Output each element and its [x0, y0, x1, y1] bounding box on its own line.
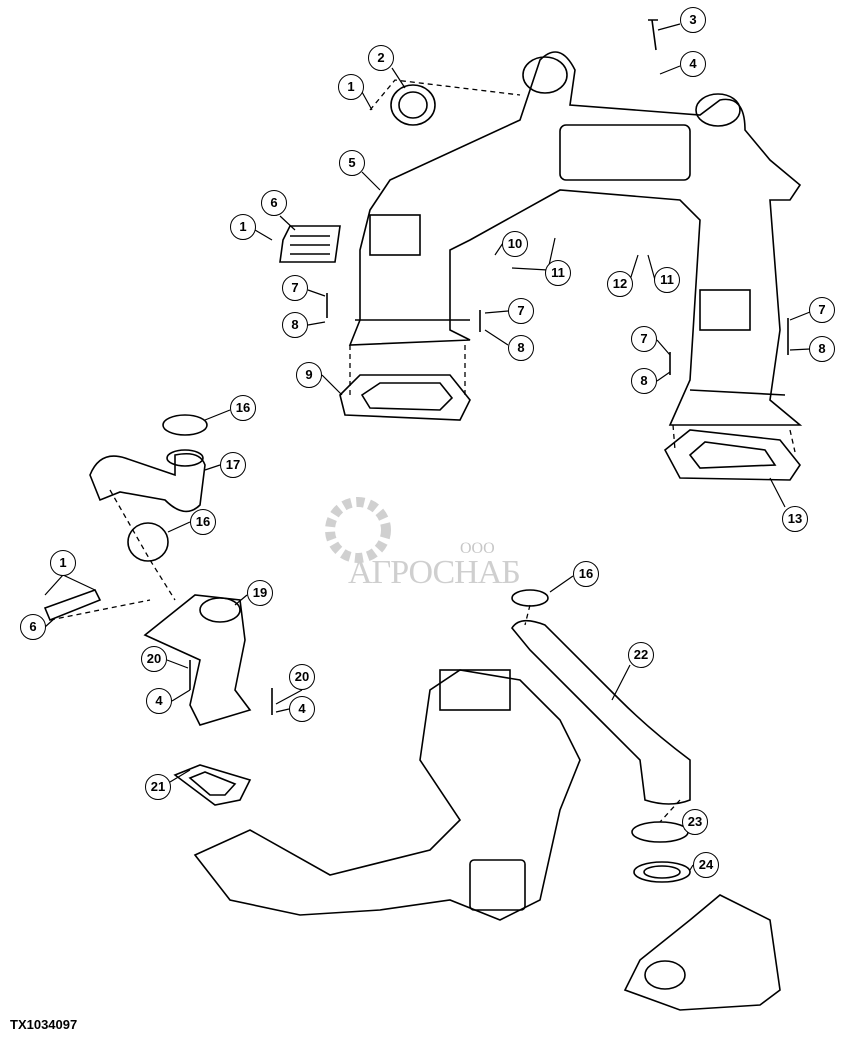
watermark-name: АГРОСНАБ	[348, 554, 521, 591]
duct-gasket-9	[339, 374, 471, 421]
gasket-21	[173, 764, 252, 806]
callout-8: 8	[809, 336, 835, 362]
callout-2: 2	[368, 45, 394, 71]
clamp-16c	[511, 589, 549, 607]
clamp-16a	[162, 414, 208, 436]
leader-lines	[49, 79, 796, 823]
callout-20: 20	[141, 646, 167, 672]
ring-2	[390, 84, 436, 126]
callout-16: 16	[230, 395, 256, 421]
hose-17	[89, 452, 206, 513]
callout-1: 1	[50, 550, 76, 576]
callout-13: 13	[782, 506, 808, 532]
clamp-16b	[127, 522, 169, 562]
upper-air-duct	[348, 51, 803, 426]
callout-6: 6	[261, 190, 287, 216]
callout-19: 19	[247, 580, 273, 606]
callout-10: 10	[502, 231, 528, 257]
watermark-logo: ООО АГРОСНАБ	[318, 480, 558, 591]
callout-4: 4	[146, 688, 172, 714]
callout-7: 7	[508, 298, 534, 324]
callout-17: 17	[220, 452, 246, 478]
callout-leaders	[44, 23, 811, 871]
outlet-duct	[623, 894, 781, 1011]
callout-11: 11	[654, 267, 680, 293]
callout-8: 8	[282, 312, 308, 338]
callout-11: 11	[545, 260, 571, 286]
callout-3: 3	[680, 7, 706, 33]
screw-3	[648, 19, 658, 51]
clamp-23	[631, 821, 689, 843]
grille-6b	[43, 589, 102, 622]
callout-20: 20	[289, 664, 315, 690]
seal-24	[633, 861, 691, 883]
callout-7: 7	[631, 326, 657, 352]
callout-1: 1	[338, 74, 364, 100]
duct-gasket-13	[663, 429, 801, 481]
callout-7: 7	[282, 275, 308, 301]
callout-22: 22	[628, 642, 654, 668]
hose-22	[511, 619, 691, 805]
gear-icon	[325, 497, 391, 563]
callout-6: 6	[20, 614, 46, 640]
lower-air-duct	[193, 669, 581, 921]
grille-6	[279, 225, 341, 263]
callout-8: 8	[631, 368, 657, 394]
callout-4: 4	[289, 696, 315, 722]
callout-21: 21	[145, 774, 171, 800]
callout-24: 24	[693, 852, 719, 878]
watermark-prefix: ООО	[460, 540, 495, 557]
callout-4: 4	[680, 51, 706, 77]
screws	[189, 293, 789, 715]
callout-16: 16	[190, 509, 216, 535]
callout-8: 8	[508, 335, 534, 361]
callout-9: 9	[296, 362, 322, 388]
callout-16: 16	[573, 561, 599, 587]
callout-12: 12	[607, 271, 633, 297]
callout-23: 23	[682, 809, 708, 835]
callout-1: 1	[230, 214, 256, 240]
figure-id: TX1034097	[10, 1017, 78, 1032]
callout-5: 5	[339, 150, 365, 176]
callout-7: 7	[809, 297, 835, 323]
